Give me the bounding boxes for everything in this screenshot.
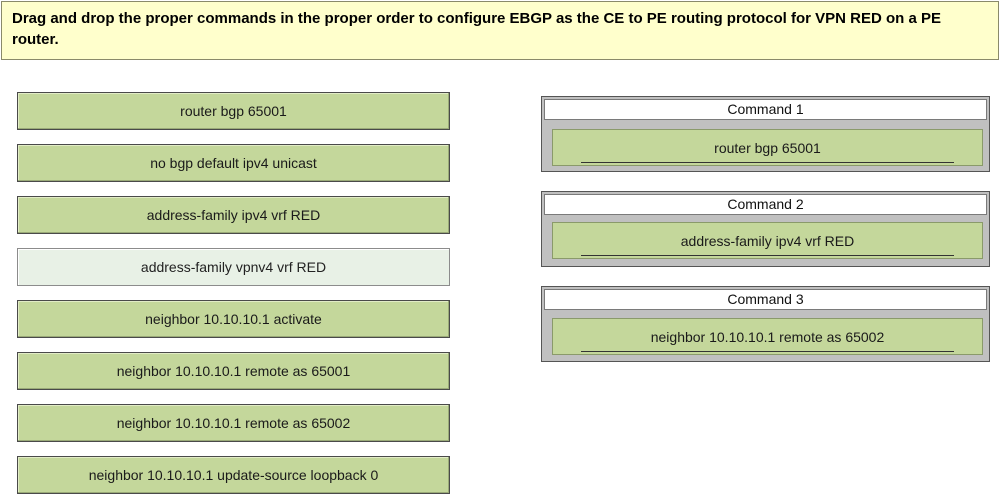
slot-title: Command 3 (544, 289, 987, 310)
slot-command-1-value[interactable]: router bgp 65001 (552, 129, 983, 166)
slot-title: Command 2 (544, 194, 987, 215)
command-neighbor-remote-as-65001[interactable]: neighbor 10.10.10.1 remote as 65001 (17, 352, 450, 390)
slot-command-2-value[interactable]: address-family ipv4 vrf RED (552, 222, 983, 259)
question-prompt: Drag and drop the proper commands in the… (1, 1, 999, 60)
slot-title: Command 1 (544, 99, 987, 120)
drop-slot-command-2[interactable]: Command 2 address-family ipv4 vrf RED (541, 191, 990, 267)
command-address-family-vpnv4-vrf-red[interactable]: address-family vpnv4 vrf RED (17, 248, 450, 286)
command-address-family-ipv4-vrf-red[interactable]: address-family ipv4 vrf RED (17, 196, 450, 234)
command-neighbor-activate[interactable]: neighbor 10.10.10.1 activate (17, 300, 450, 338)
question-text: Drag and drop the proper commands in the… (12, 10, 941, 48)
slot-command-3-value[interactable]: neighbor 10.10.10.1 remote as 65002 (552, 318, 983, 355)
drop-slot-command-3[interactable]: Command 3 neighbor 10.10.10.1 remote as … (541, 286, 990, 362)
drop-slot-command-1[interactable]: Command 1 router bgp 65001 (541, 96, 990, 172)
command-router-bgp-65001[interactable]: router bgp 65001 (17, 92, 450, 130)
command-no-bgp-default-ipv4-unicast[interactable]: no bgp default ipv4 unicast (17, 144, 450, 182)
command-neighbor-update-source-loopback[interactable]: neighbor 10.10.10.1 update-source loopba… (17, 456, 450, 494)
command-neighbor-remote-as-65002[interactable]: neighbor 10.10.10.1 remote as 65002 (17, 404, 450, 442)
